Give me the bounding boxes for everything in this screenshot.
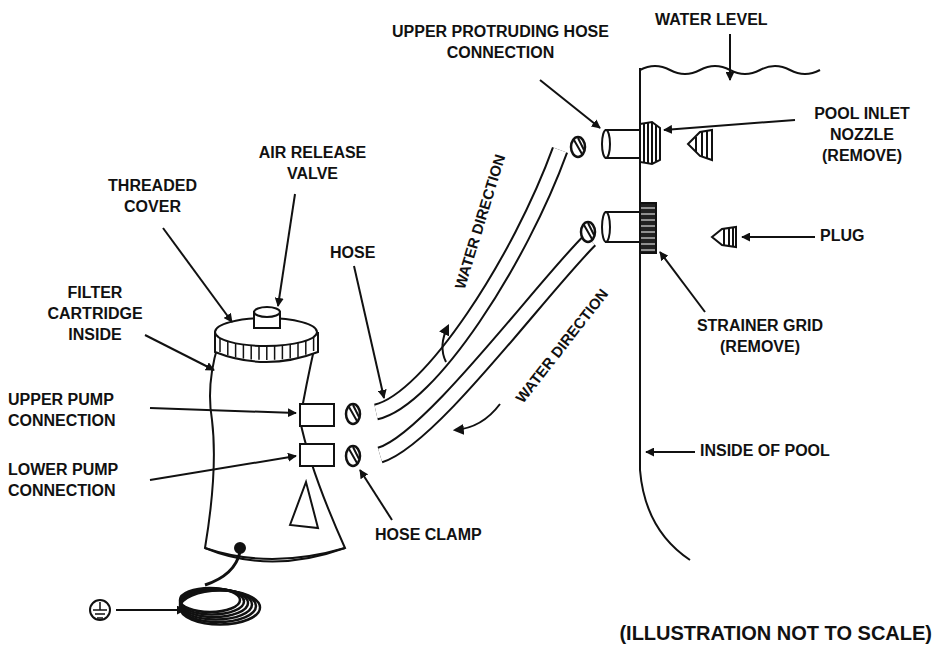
part-label: LOWER PUMP CONNECTION [8, 460, 148, 502]
caption: (ILLUSTRATION NOT TO SCALE) [619, 622, 932, 645]
ground-symbol [90, 600, 110, 620]
plug [712, 227, 736, 247]
lower-protruding-connection [606, 212, 640, 242]
strainer-grid [640, 203, 656, 253]
hose-clamp [346, 404, 360, 424]
power-cord [205, 552, 240, 585]
flow-arrow [442, 326, 448, 362]
part-label: PLUG [820, 226, 864, 247]
part-label: THREADED COVER [90, 176, 215, 218]
pump-body [205, 345, 345, 562]
part-label: STRAINER GRID (REMOVE) [660, 316, 860, 358]
upper-protruding-connection [606, 130, 640, 158]
part-label: INSIDE OF POOL [700, 441, 830, 462]
part-label: UPPER PROTRUDING HOSE CONNECTION [388, 22, 613, 64]
part-label: WATER LEVEL [655, 10, 768, 31]
pump-vent [290, 482, 318, 528]
hose-clamp [346, 446, 360, 466]
cord-coil [180, 588, 260, 625]
part-label: UPPER PUMP CONNECTION [8, 390, 148, 432]
pool-wall [640, 68, 690, 560]
lower-pump-connection [300, 444, 334, 466]
cord-grommet [235, 543, 245, 553]
part-label: HOSE [330, 243, 375, 264]
upper-pump-connection [300, 404, 334, 426]
part-label: AIR RELEASE VALVE [235, 143, 390, 185]
pool-inlet-fitting [640, 122, 660, 164]
part-label: FILTER CARTRIDGE INSIDE [36, 283, 154, 345]
part-label: POOL INLET NOZZLE (REMOVE) [798, 104, 926, 166]
hose-clamp [581, 222, 595, 242]
pool-inlet-nozzle [688, 130, 712, 160]
flow-arrow [455, 404, 500, 430]
part-label: HOSE CLAMP [375, 525, 482, 546]
hose-clamp [571, 137, 585, 157]
